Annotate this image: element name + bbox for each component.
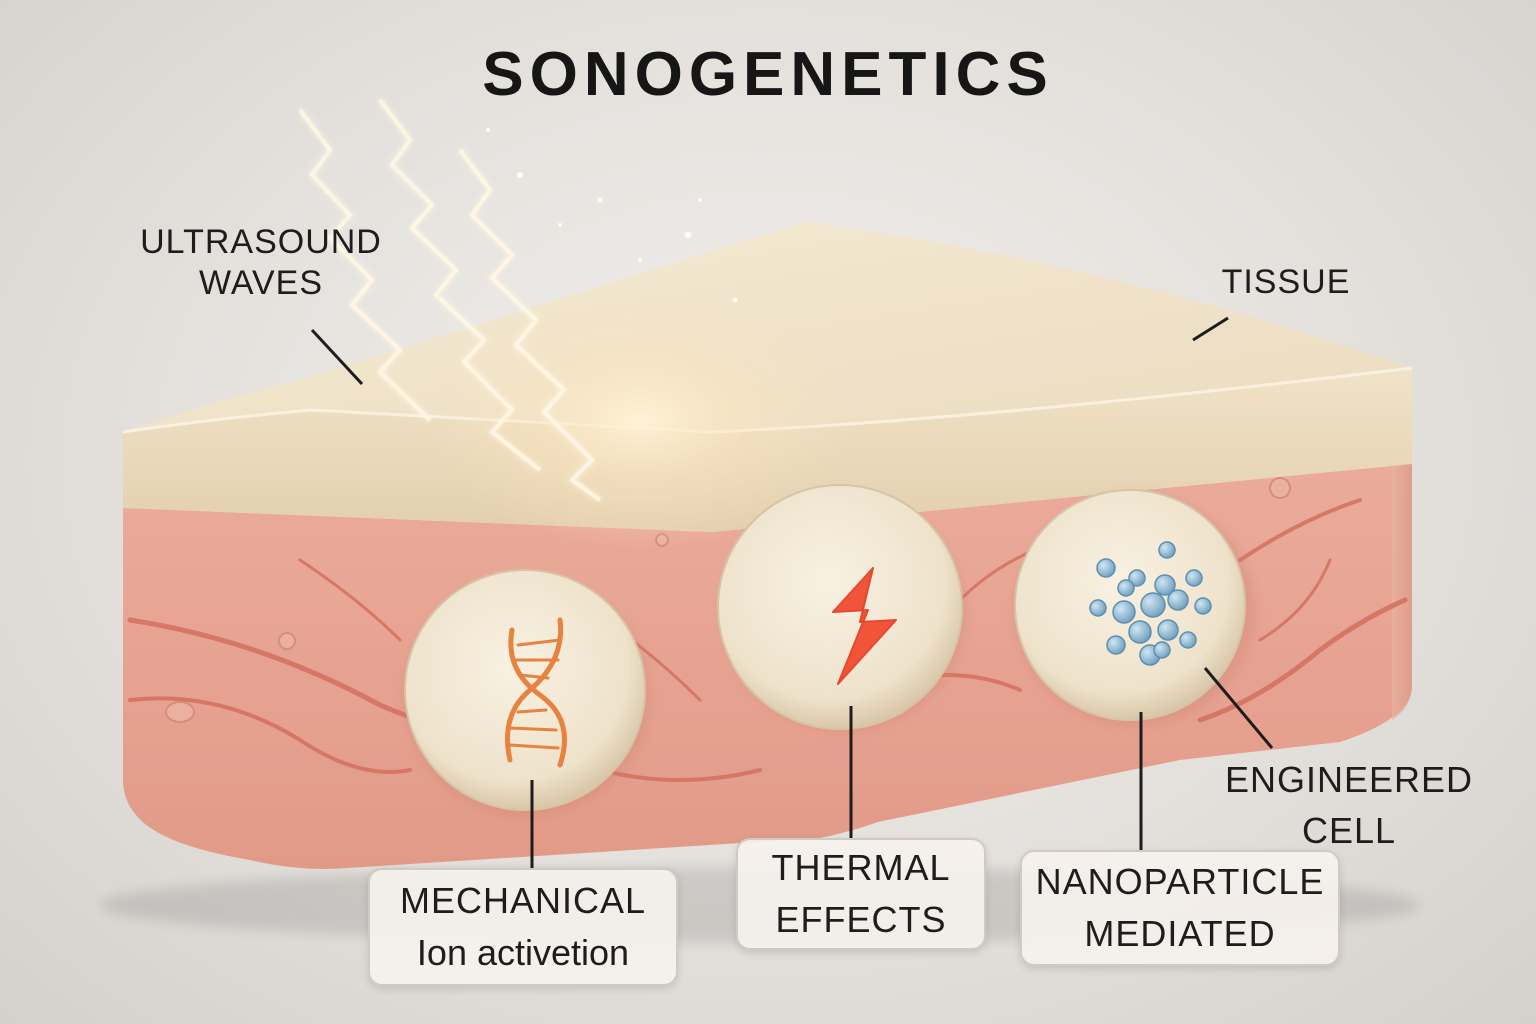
- engineered-label-line2: CELL: [1301, 810, 1397, 852]
- engineered-cell-label: ENGINEERED CELL: [1208, 754, 1490, 856]
- ultrasound-glow: [430, 290, 850, 550]
- diagram-title: SONOGENETICS: [482, 40, 1054, 109]
- sparkles: [486, 128, 738, 303]
- ultrasound-waves-icon: [298, 98, 602, 502]
- nanoparticle-label-line2: MEDIATED: [1084, 913, 1276, 954]
- leader-ultrasound: [310, 328, 364, 386]
- lightning-bolt-icon: [832, 567, 897, 685]
- nanoparticle-label-line1: NANOPARTICLE: [1035, 860, 1325, 902]
- cell-mechanical: [404, 569, 649, 815]
- leader-lines: [310, 316, 1274, 868]
- dna-icon: [505, 617, 567, 768]
- ultrasound-waves-label: ULTRASOUND WAVES: [118, 222, 404, 304]
- mechanical-label-line1: MECHANICAL: [399, 879, 647, 921]
- nanoparticle-cluster-icon: [1089, 541, 1212, 666]
- engineered-label-line1: ENGINEERED: [1224, 759, 1474, 800]
- leader-tissue: [1192, 316, 1229, 342]
- leader-engineered: [1203, 667, 1274, 749]
- thermal-label-line1: THERMAL: [771, 846, 951, 888]
- thermal-label-box: THERMAL EFFECTS: [736, 838, 986, 950]
- mechanical-label-box: MECHANICAL Ion activetion: [368, 868, 678, 986]
- tissue-label: TISSUE: [1221, 263, 1351, 301]
- mechanical-label-line2: Ion activetion: [416, 932, 630, 973]
- ultrasound-label-line2: WAVES: [198, 263, 324, 302]
- nanoparticle-label-box: NANOPARTICLE MEDIATED: [1020, 850, 1340, 966]
- thermal-label-line2: EFFECTS: [775, 899, 947, 940]
- ultrasound-label-line1: ULTRASOUND: [140, 223, 382, 261]
